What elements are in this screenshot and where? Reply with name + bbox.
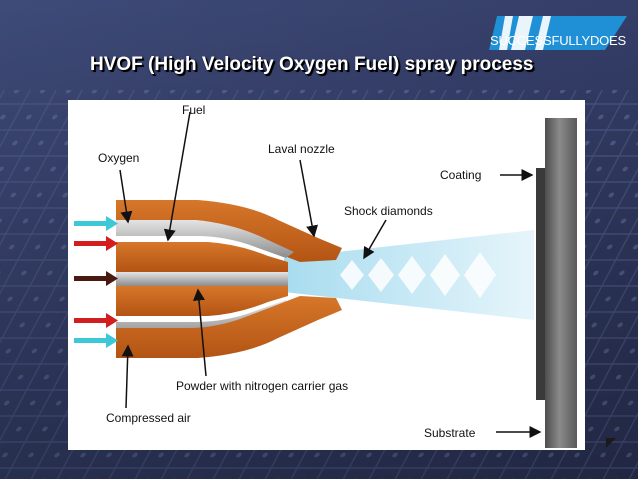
fuel-arrow-bottom: [74, 313, 118, 328]
slide-corner-mark: [606, 438, 616, 448]
company-logo: [489, 16, 627, 50]
oxygen-arrow-top: [74, 216, 118, 231]
substrate-plate: [545, 118, 577, 448]
powder-tube: [116, 272, 288, 286]
coating-layer: [536, 168, 545, 400]
label-shock-diamonds: Shock diamonds: [344, 204, 433, 218]
nozzle-lower-body: [116, 296, 342, 358]
fuel-arrow-top: [74, 236, 118, 251]
label-powder: Powder with nitrogen carrier gas: [176, 379, 348, 393]
oxygen-arrow-bottom: [74, 333, 118, 348]
label-compressed-air: Compressed air: [106, 411, 191, 425]
powder-arrow: [74, 271, 118, 286]
label-coating: Coating: [440, 168, 481, 182]
nozzle-upper-insert: [116, 220, 294, 258]
label-fuel: Fuel: [182, 103, 205, 117]
label-oxygen: Oxygen: [98, 151, 139, 165]
label-laval-nozzle: Laval nozzle: [268, 142, 335, 156]
nozzle-upper-inner: [116, 242, 288, 272]
label-substrate: Substrate: [424, 426, 476, 440]
slide-title: HVOF (High Velocity Oxygen Fuel) spray p…: [90, 54, 534, 75]
hvof-diagram: Fuel Oxygen Laval nozzle Coating Shock d…: [68, 100, 585, 450]
logo-text: SUCCESSFULLYDOES: [490, 33, 626, 48]
shock-diamonds-pattern: [340, 252, 496, 298]
